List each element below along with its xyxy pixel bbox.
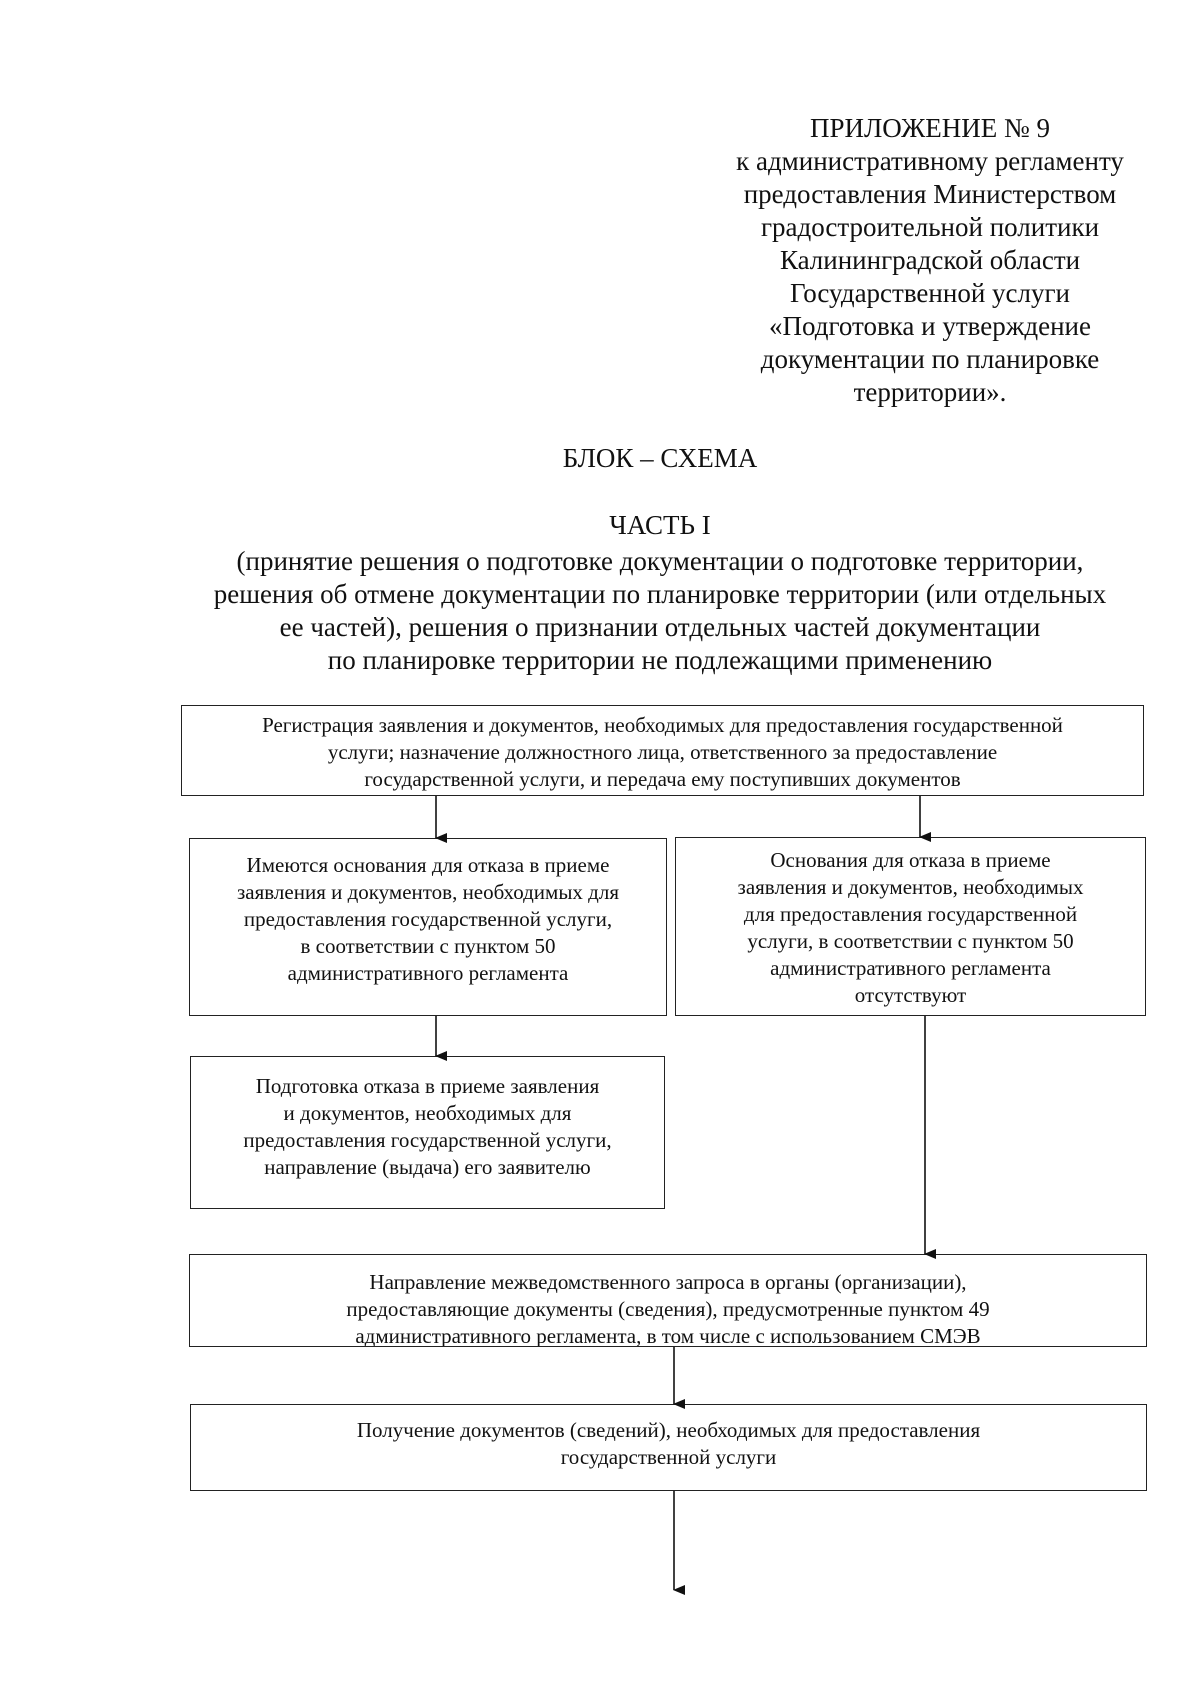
flow-box-text: Основания для отказа в приеме (770, 848, 1051, 872)
flow-box-text: услуги, в соответствии с пунктом 50 (747, 929, 1074, 953)
flow-box-text: отсутствуют (854, 983, 967, 1007)
flow-box-text: административного регламента, в том числ… (355, 1324, 981, 1347)
flow-box-text: в соответствии с пунктом 50 (300, 934, 556, 958)
flow-box-text: государственной услуги (560, 1445, 777, 1469)
flow-box-receive-documents: Получение документов (сведений), необход… (190, 1404, 1147, 1491)
flow-box-text: для предоставления государственной (743, 902, 1078, 926)
part-title: ЧАСТЬ I (180, 509, 1140, 542)
appendix-line: к административному регламенту (736, 146, 1124, 176)
flow-box-text: предоставления государственной услуги, (243, 907, 613, 931)
appendix-line: градостроительной политики (760, 212, 1100, 242)
flow-box-text: предоставляющие документы (сведения), пр… (346, 1297, 990, 1321)
appendix-line: предоставления Министерством (743, 179, 1117, 209)
block-scheme-title: БЛОК – СХЕМА (180, 442, 1140, 475)
appendix-line: «Подготовка и утверждение (769, 311, 1091, 341)
flow-box-text: заявления и документов, необходимых (737, 875, 1084, 899)
part-description-line: по планировке территории не подлежащими … (327, 645, 993, 675)
appendix-line: Государственной услуги (790, 278, 1070, 308)
flow-box-interagency-request: Направление межведомственного запроса в … (189, 1254, 1147, 1347)
appendix-line: ПРИЛОЖЕНИЕ № 9 (809, 113, 1051, 143)
flow-box-text: заявления и документов, необходимых для (237, 880, 619, 904)
flow-box-text: Имеются основания для отказа в приеме (246, 853, 610, 877)
flow-box-no-grounds: Основания для отказа в приеме заявления … (675, 837, 1146, 1016)
flow-box-registration: Регистрация заявления и документов, необ… (181, 705, 1144, 796)
flow-box-text: Подготовка отказа в приеме заявления (255, 1074, 600, 1098)
flow-box-refusal-grounds: Имеются основания для отказа в приеме за… (189, 838, 667, 1016)
appendix-header: ПРИЛОЖЕНИЕ № 9 к административному регла… (700, 112, 1160, 409)
flow-box-text: административного регламента (770, 956, 1051, 980)
appendix-line: Калининградской области (779, 245, 1081, 275)
flow-box-text: административного регламента (287, 961, 569, 985)
appendix-line: территории». (853, 377, 1007, 407)
flow-box-text: Получение документов (сведений), необход… (356, 1418, 981, 1442)
flow-box-text: и документов, необходимых для (283, 1101, 572, 1125)
flow-box-refusal-preparation: Подготовка отказа в приеме заявления и д… (190, 1056, 665, 1209)
appendix-line: документации по планировке (760, 344, 1100, 374)
flow-box-text: Направление межведомственного запроса в … (369, 1270, 967, 1294)
part-description: (принятие решения о подготовке документа… (180, 545, 1140, 677)
block-scheme-title-text: БЛОК – СХЕМА (562, 443, 758, 473)
flow-box-text: направление (выдача) его заявителю (264, 1155, 591, 1179)
part-description-line: (принятие решения о подготовке документа… (236, 546, 1084, 576)
flow-box-text: Регистрация заявления и документов, необ… (262, 713, 1063, 737)
part-description-line: ее частей), решения о признании отдельны… (279, 612, 1041, 642)
part-title-text: ЧАСТЬ I (609, 510, 711, 540)
flow-box-text: услуги; назначение должностного лица, от… (327, 740, 998, 764)
part-description-line: решения об отмене документации по планир… (213, 579, 1107, 609)
flow-box-text: государственной услуги, и передача ему п… (364, 767, 961, 791)
flow-box-text: предоставления государственной услуги, (243, 1128, 612, 1152)
